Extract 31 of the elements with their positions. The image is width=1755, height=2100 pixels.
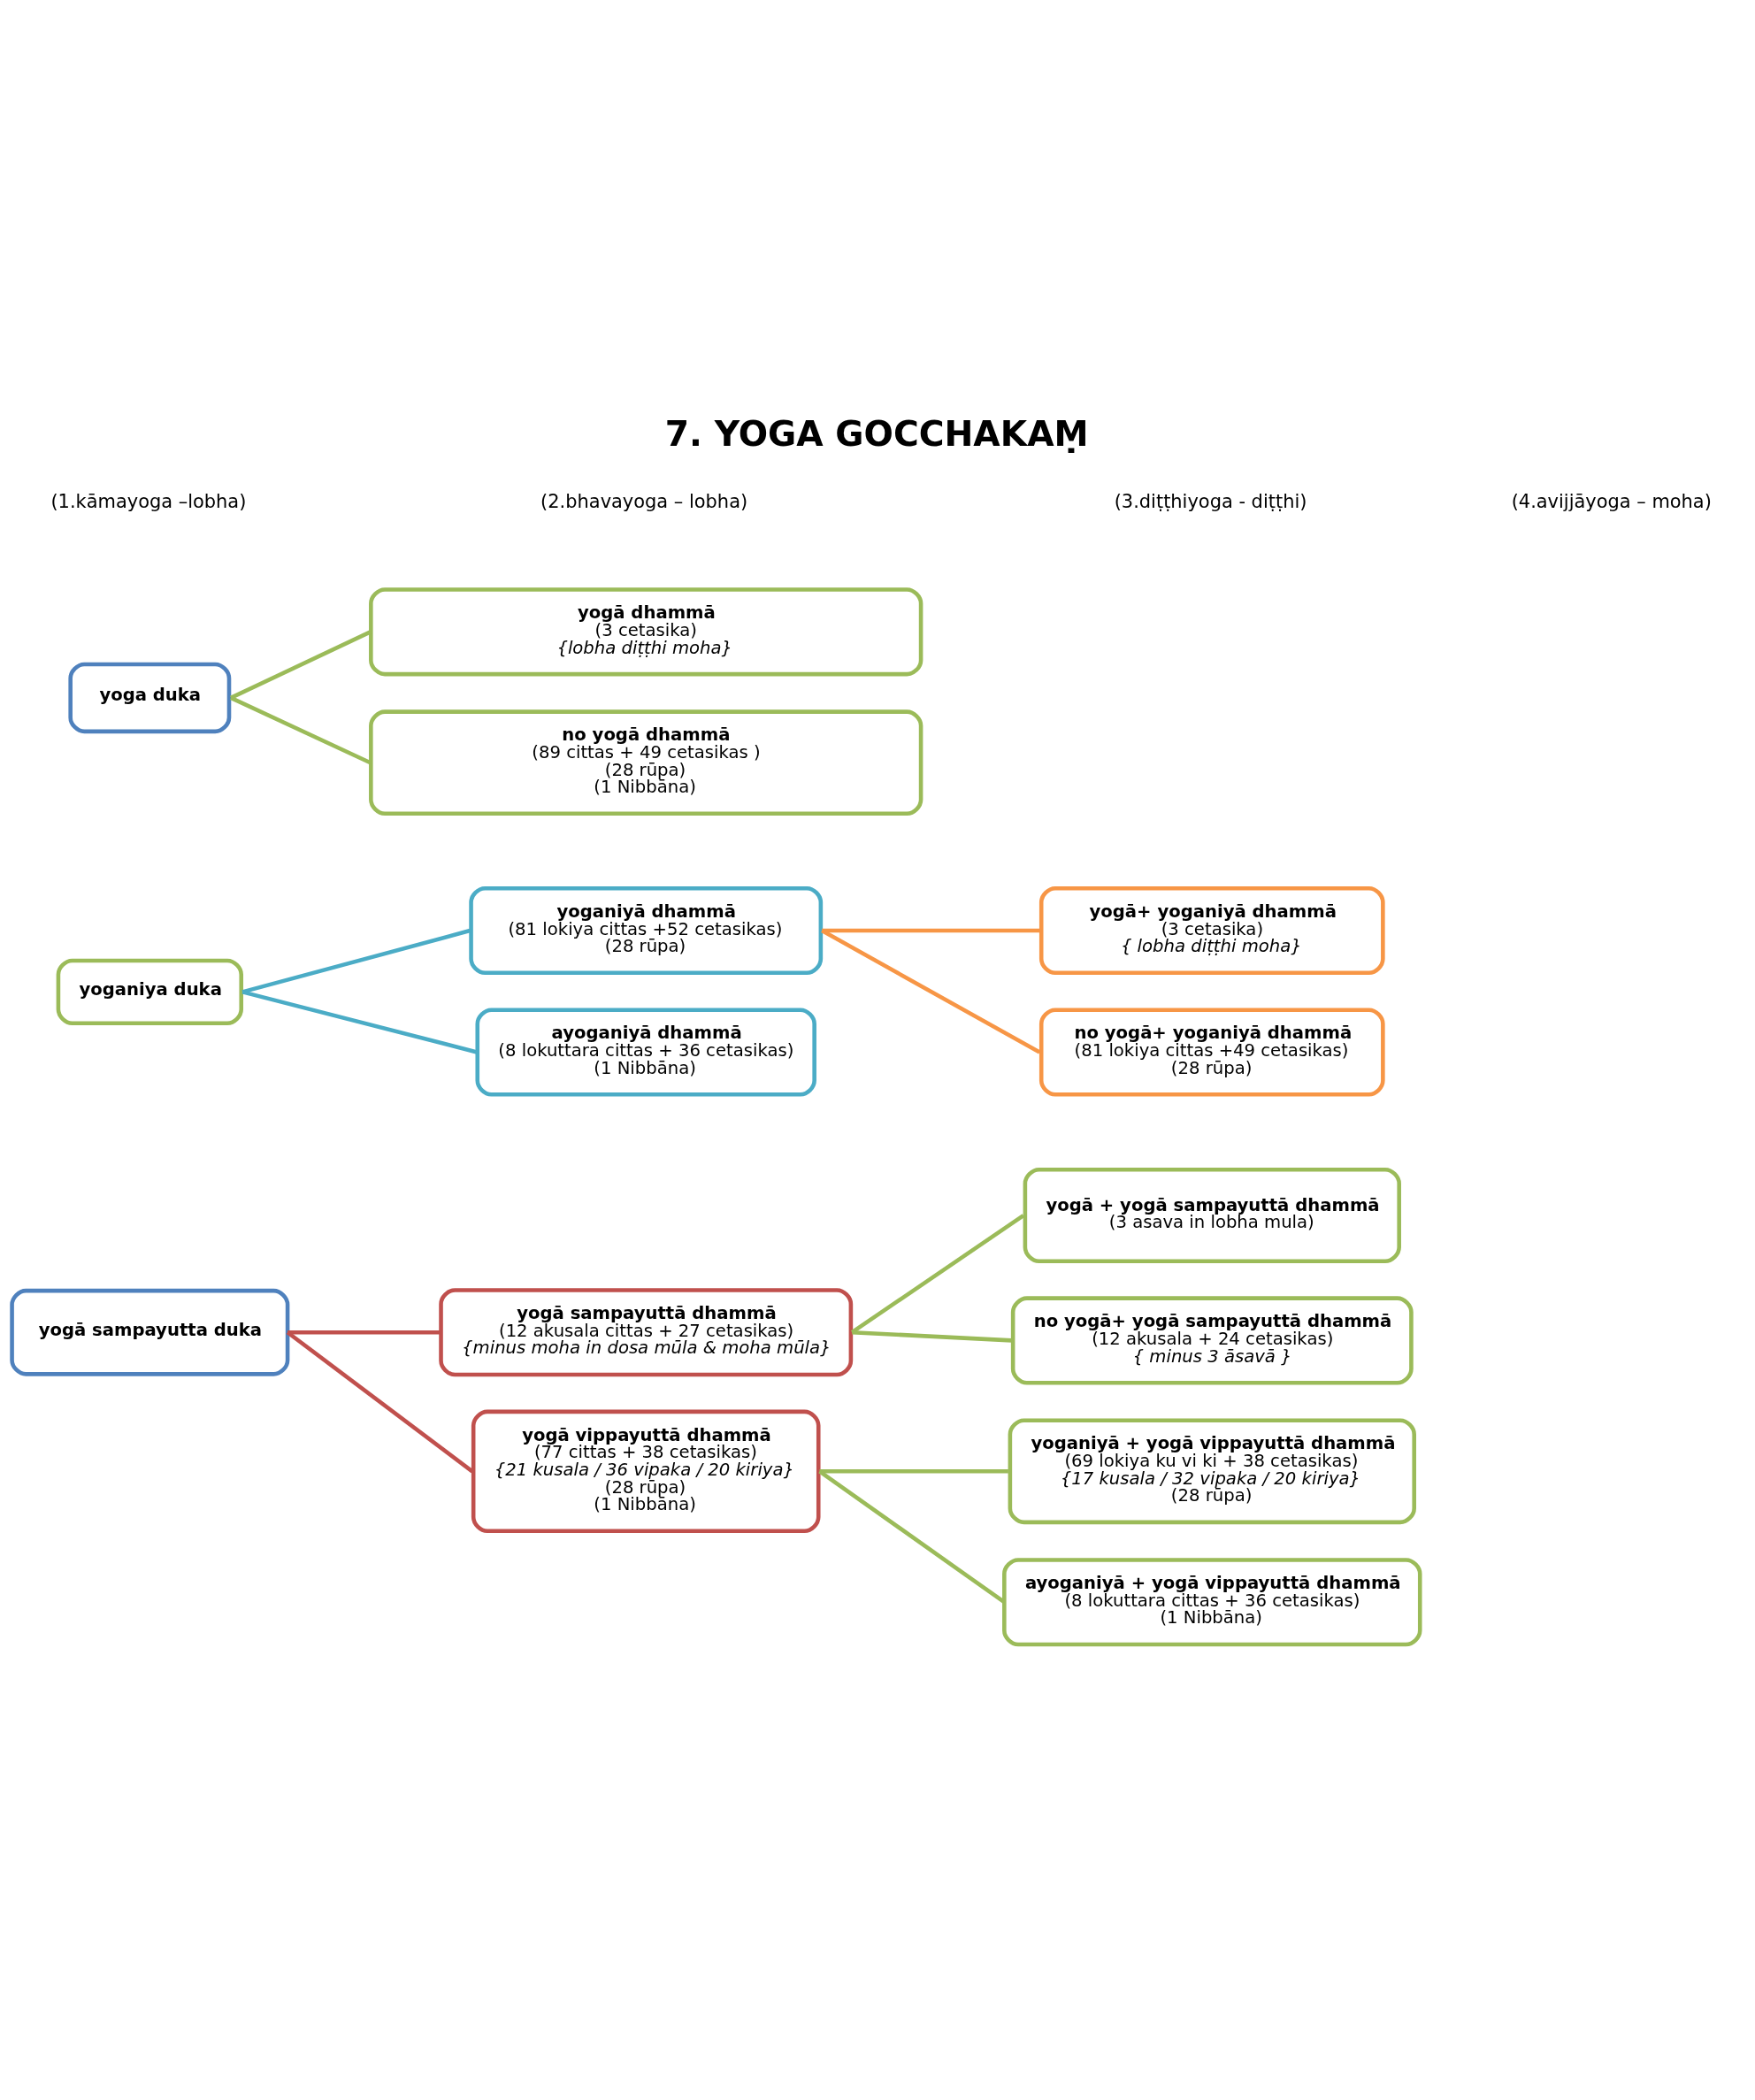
- node-box: yogā dhammā (3 cetasika) {lobha diṭṭhi moha}: [369, 586, 923, 676]
- connector: [230, 695, 372, 764]
- node-box: no yogā dhammā (89 cittas + 49 cetasikas ) (28 rūpa) (1 Nibbāna): [369, 709, 923, 816]
- connector: [229, 629, 372, 700]
- connector: [850, 1213, 1025, 1334]
- node-box: yogā+ yoganiyā dhammā (3 cetasika) { lobha diṭṭhi moha}: [1038, 885, 1385, 975]
- node-box: no yogā+ yogā sampayuttā dhammā (12 akusala + 24 cetasikas) { minus 3 āsavā }: [1010, 1295, 1414, 1384]
- connector: [286, 1330, 474, 1473]
- connector: [241, 989, 478, 1054]
- node-box: yoganiya duka: [56, 958, 244, 1025]
- label: (3.diṭṭhiyoga - diṭṭhi): [1114, 490, 1307, 512]
- node-box: yogā vippayuttā dhammā (77 cittas + 38 cetasikas) {21 kusala / 36 vipaka / 20 kiriya} (28 rūpa) (1 Nibbāna): [471, 1409, 821, 1533]
- label: (4.avijjāyoga – moha): [1511, 490, 1712, 512]
- node-box: yoga duka: [68, 662, 232, 733]
- node-box: yogā sampayutta duka: [10, 1288, 290, 1376]
- label: (2.bhavayoga – lobha): [540, 490, 748, 512]
- label: (1.kāmayoga –lobha): [50, 490, 247, 512]
- node-box: yogā sampayuttā dhammā (12 akusala cittas + 27 cetasikas) {minus moha in dosa mūla & moha mūla}: [439, 1287, 854, 1376]
- connector: [819, 1468, 1008, 1474]
- connector: [852, 1330, 1012, 1343]
- connector: [821, 928, 1041, 1054]
- connector: [287, 1330, 441, 1334]
- node-box: no yogā+ yoganiyā dhammā (81 lokiya cittas +49 cetasikas) (28 rūpa): [1038, 1007, 1385, 1097]
- node-box: yoganiyā + yogā vippayuttā dhammā (69 lokiya ku vi ki + 38 cetasikas) {17 kusala / 32 vipaka / 20 kiriya} (28 rūpa): [1008, 1417, 1416, 1524]
- node-box: yogā + yogā sampayuttā dhammā (3 asava in lobha mula): [1023, 1167, 1401, 1263]
- connector: [241, 928, 471, 994]
- diagram-title: 7. YOGA GOCCHAKAṂ: [664, 413, 1089, 454]
- node-box: ayoganiyā dhammā (8 lokuttara cittas + 36 cetasikas) (1 Nibbāna): [475, 1007, 816, 1097]
- node-box: ayoganiyā + yogā vippayuttā dhammā (8 lokuttara cittas + 36 cetasikas) (1 Nibbāna): [1002, 1557, 1422, 1646]
- node-box: yoganiyā dhammā (81 lokiya cittas +52 cetasikas) (28 rūpa): [469, 885, 824, 975]
- connector: [822, 928, 1040, 932]
